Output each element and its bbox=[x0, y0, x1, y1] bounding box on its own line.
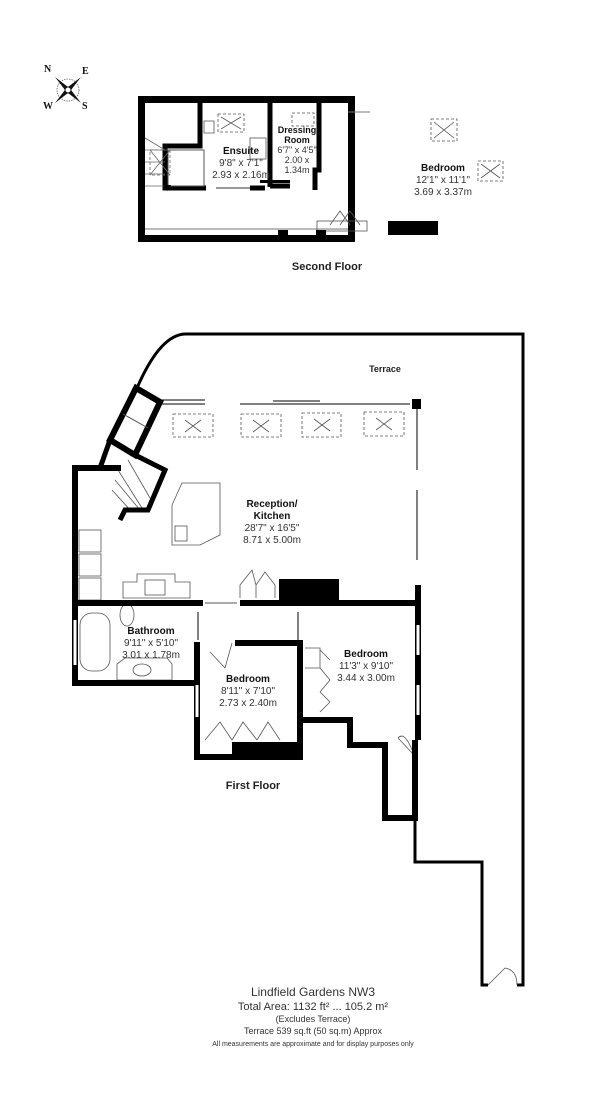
floor-title-second: Second Floor bbox=[291, 261, 363, 273]
compass-south-label: S bbox=[82, 101, 88, 112]
compass-east-label: E bbox=[82, 66, 89, 77]
room-dimensions-imperial: 9'8" x 7'1" bbox=[219, 158, 263, 169]
room-name: Reception/ Kitchen bbox=[246, 499, 298, 522]
first-floor-plan bbox=[72, 332, 525, 987]
compass-rose-icon bbox=[55, 77, 81, 103]
room-dimensions-imperial: 6'7" x 4'5" bbox=[277, 145, 317, 155]
room-dimensions-imperial: 8'11" x 7'10" bbox=[220, 686, 276, 697]
room-dimensions-imperial: 9'11" x 5'10" bbox=[123, 638, 179, 649]
excludes-terrace-note: (Excludes Terrace) bbox=[275, 1014, 351, 1024]
property-address: Lindfield Gardens NW3 bbox=[250, 985, 376, 999]
room-dimensions-metric: 2.93 x 2.16m bbox=[212, 170, 270, 181]
room-dimensions-metric: 3.01 x 1.78m bbox=[122, 650, 180, 661]
total-area: Total Area: 1132 ft² ... 105.2 m² bbox=[237, 1001, 389, 1013]
room-dimensions-imperial: 28'7" x 16'5" bbox=[244, 523, 300, 534]
room-dimensions-metric: 3.44 x 3.00m bbox=[337, 673, 395, 684]
room-label-bedroom-large: Bedroom 11'3" x 9'10" 3.44 x 3.00m bbox=[337, 649, 395, 685]
room-name: Bedroom bbox=[344, 649, 388, 660]
room-label-bedroom-small: Bedroom 8'11" x 7'10" 2.73 x 2.40m bbox=[219, 674, 277, 710]
room-label-dressing-room: Dressing Room 6'7" x 4'5" 2.00 x 1.34m bbox=[272, 125, 322, 175]
room-dimensions-metric: 2.73 x 2.40m bbox=[219, 698, 277, 709]
terrace-area: Terrace 539 sq.ft (50 sq.m) Approx bbox=[243, 1026, 383, 1036]
terrace-label: Terrace bbox=[369, 364, 401, 374]
room-name: Ensuite bbox=[222, 146, 260, 157]
room-name: Bathroom bbox=[127, 626, 175, 637]
second-floor-plan bbox=[138, 96, 504, 242]
floor-title-first: First Floor bbox=[225, 780, 281, 792]
room-label-bedroom-second: Bedroom 12'1" x 11'1" 3.69 x 3.37m bbox=[414, 163, 472, 199]
room-label-bathroom: Bathroom 9'11" x 5'10" 3.01 x 1.78m bbox=[122, 626, 180, 662]
room-dimensions-metric: 3.69 x 3.37m bbox=[414, 187, 472, 198]
room-name: Bedroom bbox=[421, 163, 465, 174]
room-dimensions-metric: 8.71 x 5.00m bbox=[243, 535, 301, 546]
room-dimensions-metric: 2.00 x 1.34m bbox=[284, 155, 310, 175]
room-name: Bedroom bbox=[226, 674, 270, 685]
compass-west-label: W bbox=[43, 101, 53, 112]
room-dimensions-imperial: 12'1" x 11'1" bbox=[415, 175, 471, 186]
room-dimensions-imperial: 11'3" x 9'10" bbox=[338, 661, 394, 672]
room-name: Dressing Room bbox=[277, 125, 317, 145]
compass-north-label: N bbox=[44, 64, 52, 75]
room-label-reception-kitchen: Reception/ Kitchen 28'7" x 16'5" 8.71 x … bbox=[237, 499, 307, 547]
disclaimer: All measurements are approximate and for… bbox=[212, 1041, 414, 1048]
room-label-ensuite: Ensuite 9'8" x 7'1" 2.93 x 2.16m bbox=[212, 146, 270, 182]
